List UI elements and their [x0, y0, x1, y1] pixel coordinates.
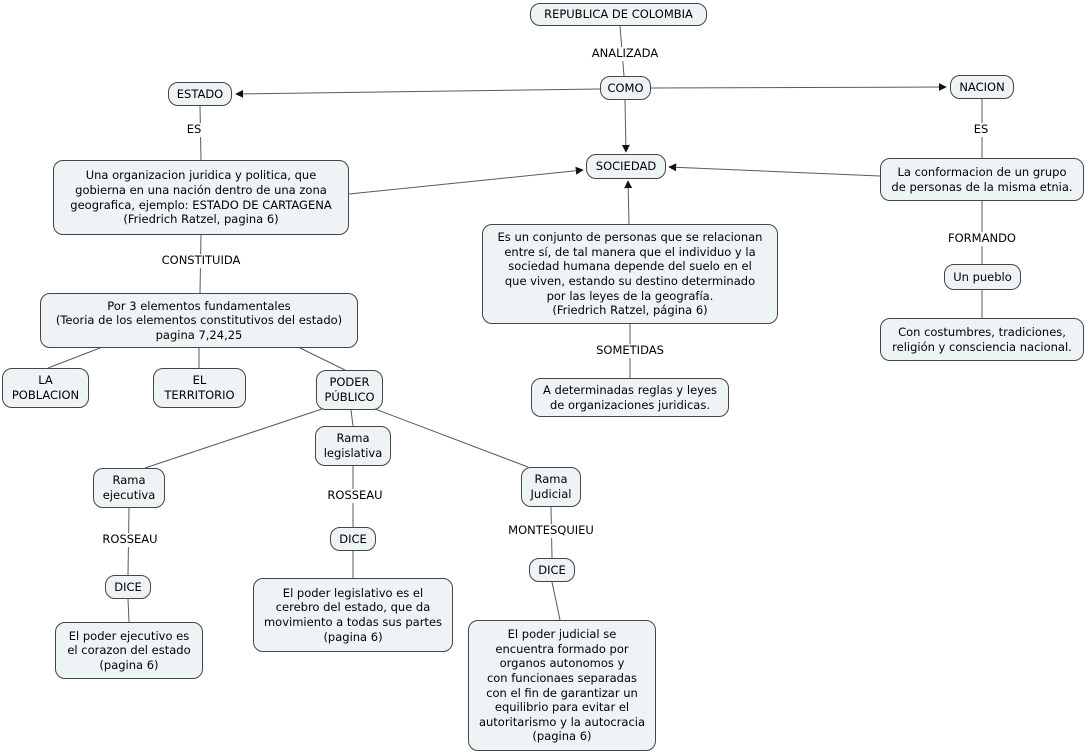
- node-estado[interactable]: ESTADO: [168, 82, 232, 106]
- node-republica-de-colombia[interactable]: REPUBLICA DE COLOMBIA: [530, 3, 707, 26]
- node-sociedad[interactable]: SOCIEDAD: [586, 154, 666, 179]
- node-poder-judicial-definition[interactable]: El poder judicial se encuentra formado p…: [468, 620, 656, 751]
- link-label-sometidas: SOMETIDAS: [593, 343, 667, 358]
- node-dice-ejecutiva[interactable]: DICE: [105, 575, 151, 599]
- node-poder-legislativo-definition[interactable]: El poder legislativo es el cerebro del e…: [253, 578, 453, 652]
- link-label-constituida: CONSTITUIDA: [158, 253, 244, 268]
- node-costumbres[interactable]: Con costumbres, tradiciones, religión y …: [880, 318, 1084, 361]
- node-nacion[interactable]: NACION: [950, 75, 1014, 99]
- node-dice-judicial[interactable]: DICE: [529, 558, 575, 582]
- node-rama-legislativa[interactable]: Rama legislativa: [315, 426, 391, 466]
- link-label-es-nacion: ES: [970, 122, 992, 137]
- link-label-formando: FORMANDO: [945, 231, 1019, 246]
- link-label-analizada: ANALIZADA: [588, 46, 662, 61]
- node-poder-ejecutivo-definition[interactable]: El poder ejecutivo es el corazon del est…: [55, 622, 203, 679]
- node-sociedad-definition[interactable]: Es un conjunto de personas que se relaci…: [482, 224, 778, 324]
- node-rama-ejecutiva[interactable]: Rama ejecutiva: [93, 468, 165, 508]
- node-elementos-fundamentales[interactable]: Por 3 elementos fundamentales (Teoria de…: [40, 293, 358, 348]
- node-estado-definition[interactable]: Una organizacion juridica y politica, qu…: [53, 160, 349, 235]
- link-label-rosseau-legislativa: ROSSEAU: [324, 488, 386, 503]
- node-rama-judicial[interactable]: Rama Judicial: [521, 467, 581, 507]
- link-label-montesquieu: MONTESQUIEU: [505, 523, 597, 538]
- node-la-poblacion[interactable]: LA POBLACION: [2, 368, 89, 408]
- node-como[interactable]: COMO: [600, 76, 651, 100]
- link-label-rosseau-ejecutiva: ROSSEAU: [99, 532, 161, 547]
- node-poder-publico[interactable]: PODER PÚBLICO: [316, 370, 383, 410]
- node-dice-legislativa[interactable]: DICE: [330, 527, 376, 551]
- link-label-es-estado: ES: [183, 122, 205, 137]
- node-el-territorio[interactable]: EL TERRITORIO: [153, 368, 246, 408]
- node-nacion-definition[interactable]: La conformacion de un grupo de personas …: [880, 158, 1084, 201]
- node-un-pueblo[interactable]: Un pueblo: [944, 264, 1021, 290]
- node-reglas-juridicas[interactable]: A determinadas reglas y leyes de organiz…: [531, 378, 729, 417]
